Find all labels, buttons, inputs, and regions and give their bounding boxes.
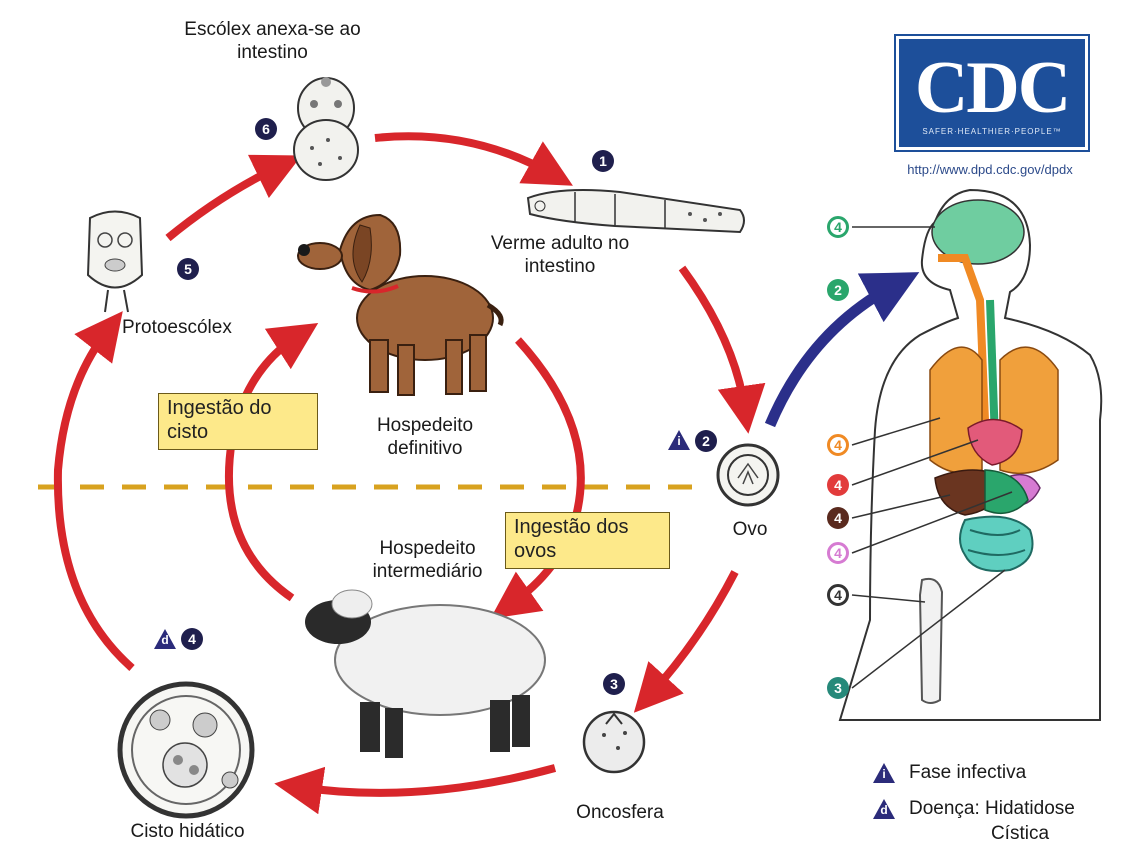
organ-badge-liver: 4 <box>827 507 849 529</box>
egg-illustration <box>718 445 778 505</box>
step-badge-5: 5 <box>177 258 199 280</box>
arrow-protoscolex-to-scolex <box>168 166 280 238</box>
organ-badge-heart: 4 <box>827 474 849 496</box>
disease-marker: d <box>154 629 176 649</box>
legend-infective: i Fase infectiva <box>873 762 1026 784</box>
arrow-sheep-to-dog <box>229 336 298 598</box>
label-protoscolex: Protoescólex <box>122 316 282 339</box>
label-intermediate-host: Hospedeito intermediário <box>340 537 515 583</box>
scolex-illustration <box>294 77 358 180</box>
arrow-scolex-to-adult <box>375 136 552 174</box>
protoscolex-illustration <box>88 212 142 313</box>
box-egg-ingestion: Ingestão dos ovos <box>505 512 670 569</box>
cdc-logo: CDC SAFER·HEALTHIER·PEOPLE™ <box>896 36 1088 150</box>
arrow-oncosphere-to-cyst <box>298 768 555 793</box>
infective-marker: i <box>668 430 690 450</box>
human-step-badge-3: 3 <box>827 677 849 699</box>
label-adult-worm: Verme adulto no intestino <box>480 232 640 278</box>
step-badge-2: 2 <box>695 430 717 452</box>
legend-infective-letter: i <box>880 767 888 781</box>
cdc-url: http://www.dpd.cdc.gov/dpdx <box>860 162 1120 177</box>
arrow-adult-to-egg <box>682 268 745 410</box>
cdc-logo-text: CDC <box>915 51 1069 125</box>
organ-badge-lung: 4 <box>827 434 849 456</box>
step-badge-1: 1 <box>592 150 614 172</box>
disease-marker-letter: d <box>161 633 169 647</box>
legend-disease-text: Doença: Hidatidose <box>909 798 1075 820</box>
step-badge-4: 4 <box>181 628 203 650</box>
label-oncosphere: Oncosfera <box>555 801 685 824</box>
bone-illustration <box>920 579 942 703</box>
arrow-cyst-to-protoscolex <box>58 330 132 668</box>
human-body-illustration <box>840 190 1101 720</box>
label-definitive-host: Hospedeito definitivo <box>350 414 500 460</box>
arrow-egg-to-human <box>770 285 895 425</box>
organ-badge-bone: 4 <box>827 584 849 606</box>
infective-marker-letter: i <box>675 434 683 448</box>
label-scolex: Escólex anexa-se ao intestino <box>150 18 395 64</box>
legend-infective-text: Fase infectiva <box>909 762 1026 784</box>
box-cyst-ingestion: Ingestão do cisto <box>158 393 318 450</box>
legend-disease-text-2: Cística <box>955 822 1085 845</box>
cdc-tagline: SAFER·HEALTHIER·PEOPLE™ <box>922 127 1061 136</box>
hydatid-cyst-illustration <box>120 684 252 816</box>
organ-badge-brain: 4 <box>827 216 849 238</box>
label-hydatid-cyst: Cisto hidático <box>100 820 275 843</box>
sheep-illustration <box>305 590 545 758</box>
legend-infective-icon: i <box>873 763 895 783</box>
oncosphere-illustration <box>584 712 644 772</box>
step-badge-3: 3 <box>603 673 625 695</box>
legend-disease-letter: d <box>880 803 888 817</box>
adult-worm-illustration <box>528 190 744 232</box>
arrow-egg-to-oncosphere <box>650 572 735 695</box>
organ-badge-spleen: 4 <box>827 542 849 564</box>
step-badge-6: 6 <box>255 118 277 140</box>
legend-disease-icon: d <box>873 799 895 819</box>
legend-disease: d Doença: Hidatidose <box>873 798 1075 820</box>
intestine-organ <box>960 517 1033 571</box>
label-egg: Ovo <box>725 518 775 541</box>
human-step-badge-2: 2 <box>827 279 849 301</box>
dog-illustration <box>298 215 501 395</box>
